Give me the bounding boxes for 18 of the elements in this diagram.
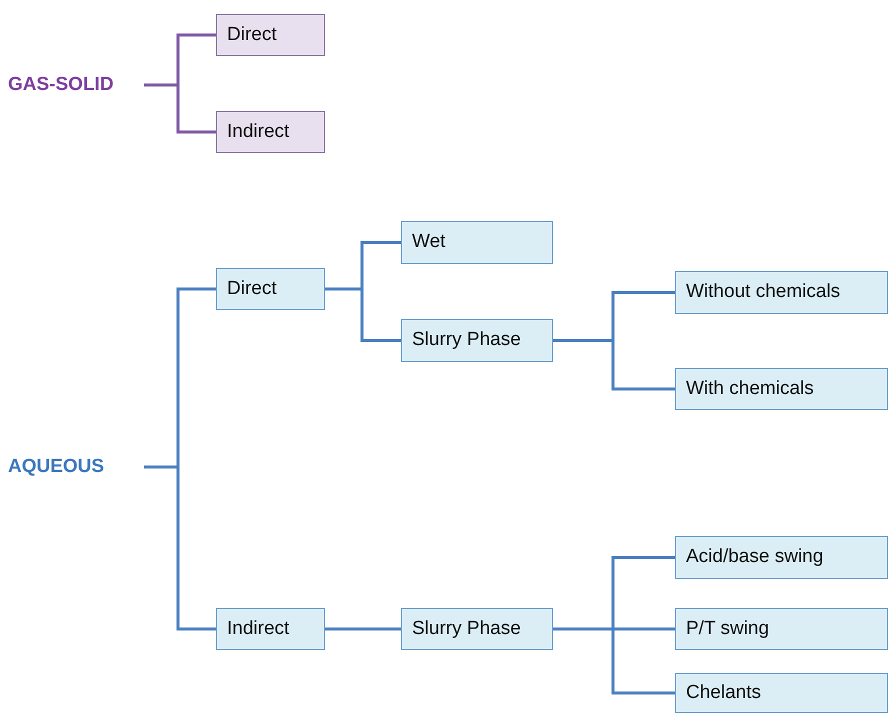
category-box: With chemicals [675, 368, 888, 410]
category-box: Direct [216, 14, 325, 56]
category-box: Indirect [216, 608, 325, 650]
category-box: Indirect [216, 111, 325, 153]
category-label: GAS-SOLID [8, 70, 126, 100]
category-box: Without chemicals [675, 271, 888, 314]
connector-line [553, 339, 675, 390]
category-box: Wet [401, 221, 553, 264]
category-label: AQUEOUS [8, 452, 120, 482]
category-box: Slurry Phase [401, 319, 553, 362]
connector-line [144, 84, 216, 134]
category-box: Acid/base swing [675, 536, 888, 579]
connector-line [325, 628, 401, 630]
category-box: Chelants [675, 673, 888, 713]
category-box: Slurry Phase [401, 608, 553, 650]
category-box: Direct [216, 268, 325, 310]
category-box: P/T swing [675, 608, 888, 650]
connector-line [325, 288, 401, 342]
